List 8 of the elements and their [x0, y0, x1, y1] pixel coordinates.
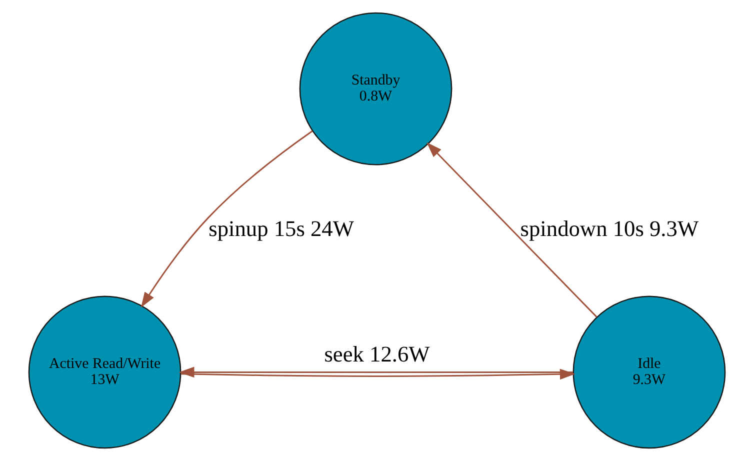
node-circle: Idle 9.3W: [572, 296, 726, 449]
edge-label: spinup 15s 24W: [208, 216, 354, 241]
arrow: [140, 130, 313, 308]
node-circle: Standby 0.8W: [299, 12, 452, 166]
arrow: [426, 142, 598, 318]
node-circle: Active Read/Write 13W: [28, 296, 182, 449]
edge-label: spindown 10s 9.3W: [520, 216, 699, 241]
edge-label: seek 12.6W: [324, 342, 430, 367]
